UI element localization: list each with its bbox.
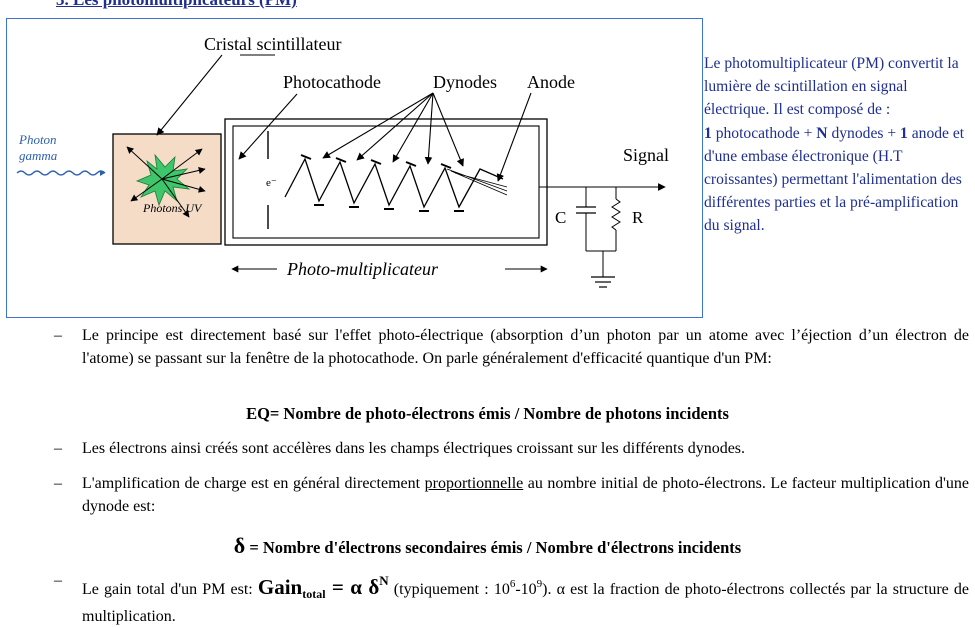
- bullet-text: Le gain total d'un PM est: Gaintotal = α…: [82, 570, 969, 628]
- text-part: ). α est la fraction de photo-électrons …: [82, 581, 969, 625]
- pm-diagram: Photon gamma Photons UV e⁻ Cristal scint…: [16, 34, 669, 288]
- text-part: (typiquement : 10: [388, 581, 510, 598]
- signal-label: Signal: [623, 145, 669, 165]
- photocathode-count: 1: [704, 124, 712, 142]
- pm-tube-inner: [232, 125, 540, 239]
- crystal-label: Cristal scintillateur: [204, 34, 341, 54]
- delta-formula-text: = Nombre d'électrons secondaires émis / …: [245, 538, 742, 557]
- bullet-principle: – Le principe est directement basé sur l…: [54, 325, 969, 370]
- dynode-chain: [284, 157, 504, 209]
- text-part: -10: [515, 581, 537, 598]
- exponent: 9: [536, 578, 543, 590]
- pm-description: Le photomultiplicateur (PM) convertit la…: [704, 52, 972, 238]
- gain-subscript: total: [302, 587, 326, 601]
- dynodes-label: Dynodes: [433, 72, 497, 92]
- desc-text-2: dynodes +: [827, 124, 901, 142]
- exponent: 6: [509, 578, 516, 590]
- bullet-text: Le principe est directement basé sur l'e…: [82, 327, 969, 367]
- bullet-text: Les électrons ainsi créés sont accélères…: [82, 440, 746, 457]
- pm-description-intro: Le photomultiplicateur (PM) convertit la…: [704, 55, 959, 119]
- dynode-count: N: [816, 124, 828, 142]
- bullet-dash: –: [54, 440, 62, 457]
- text-part: au nombre initial de photo-électrons. Le…: [82, 475, 970, 515]
- delta-formula: δ = Nombre d'électrons secondaires émis …: [0, 533, 975, 559]
- bullet-dash: –: [54, 572, 62, 589]
- photon-wave: [16, 170, 106, 176]
- pm-label: Photo-multiplicateur: [286, 259, 439, 279]
- pm-tube-outer: [224, 118, 548, 246]
- bullet-dash: –: [54, 475, 62, 492]
- electron-label: e⁻: [266, 177, 277, 189]
- anode-count: 1: [900, 124, 908, 142]
- resistor: [611, 198, 621, 231]
- section-title: 3. Les photomultiplicateurs (PM): [56, 0, 297, 10]
- photon-label-2: gamma: [19, 148, 58, 163]
- bullet-dash: –: [54, 327, 62, 344]
- anode-label: Anode: [527, 72, 575, 92]
- photon-label-1: Photon: [18, 132, 57, 147]
- bullet-acceleration: – Les électrons ainsi créés sont accélèr…: [54, 438, 969, 461]
- gain-equation: = α δ: [325, 575, 380, 599]
- gain-exponent: N: [379, 573, 389, 588]
- bullet-text: L'amplification de charge est en général…: [82, 473, 969, 518]
- bullet-amplification: – L'amplification de charge est en génér…: [54, 473, 969, 518]
- eq-formula: EQ= Nombre de photo-électrons émis / Nom…: [246, 404, 729, 423]
- text-part: L'amplification de charge est en général…: [82, 475, 425, 492]
- desc-text-1: photocathode +: [711, 124, 817, 142]
- resistor-label: R: [632, 208, 644, 227]
- underlined-word: proportionnelle: [424, 475, 524, 492]
- photons-uv-label: Photons UV: [142, 201, 203, 215]
- photocathode-label: Photocathode: [283, 72, 381, 92]
- delta-symbol: δ: [233, 533, 246, 558]
- desc-text-3: anode et d'une embase électronique (H.T …: [704, 124, 965, 235]
- text-part: Le gain total d'un PM est:: [82, 581, 258, 598]
- bullet-gain: – Le gain total d'un PM est: Gaintotal =…: [54, 570, 969, 628]
- gain-word: Gain: [257, 575, 303, 599]
- capacitor-label: C: [555, 208, 566, 227]
- pm-diagram-frame: Photon gamma Photons UV e⁻ Cristal scint…: [6, 18, 703, 318]
